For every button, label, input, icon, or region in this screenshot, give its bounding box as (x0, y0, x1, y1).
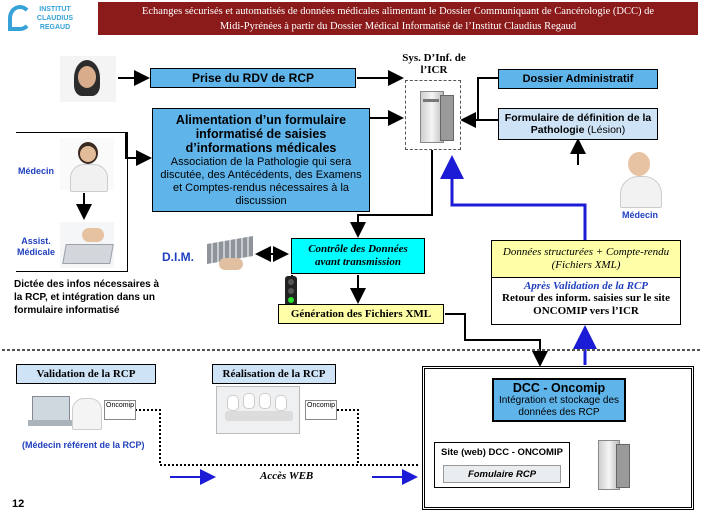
assist-photo (60, 222, 114, 268)
sys-inf-text: Sys. D’Inf. de l’ICR (402, 52, 466, 76)
realisation-rcp-box: Réalisation de la RCP (212, 364, 336, 384)
phone-operator-photo (60, 56, 116, 102)
traffic-light-icon (285, 276, 297, 306)
dcc-title: DCC - Oncomip (512, 381, 606, 395)
alimentation-title: Alimentation d’un formulaire informatisé… (175, 112, 347, 155)
header-line2: Midi-Pyrénées à partir du Dossier Médica… (219, 21, 577, 32)
dcc-server-icon (596, 438, 632, 494)
logo-line3: REGAUD (39, 24, 71, 31)
oncomip-window-2: Oncomip (305, 400, 337, 420)
medecin-referent-label: (Médecin référent de la RCP) (22, 440, 145, 450)
oncomip-window-1: Oncomip (104, 400, 136, 420)
retour-label: Retour des inform. saisies sur le site O… (502, 292, 670, 317)
logo-swoosh (8, 5, 32, 31)
site-web-label: Site (web) DCC - ONCOMIP (441, 447, 563, 458)
oncomip-2-text: Oncomip (307, 402, 336, 409)
dossier-admin-label: Dossier Administratif (522, 73, 634, 85)
header-banner: Echanges sécurisés et automatisés de don… (98, 2, 698, 35)
acces-web-text: Accès WEB (260, 470, 314, 482)
acces-web-label: Accès WEB (260, 470, 313, 482)
dotted-realisation (337, 409, 359, 465)
dictee-label: Dictée des infos nécessaires à la RCP, e… (14, 279, 160, 316)
left-bracket (16, 132, 128, 272)
server-box (405, 80, 461, 150)
dcc-oncomip-box: DCC - Oncomip Intégration et stockage de… (492, 378, 626, 422)
alimentation-box: Alimentation d’un formulaire informatisé… (152, 108, 370, 212)
medecin-label: Médecin (18, 166, 54, 176)
prise-rdv-box: Prise du RDV de RCP (150, 68, 356, 88)
formulaire-def-bold: Formulaire de définition de la Pathologi… (504, 112, 652, 136)
medecin-right-label: Médecin (612, 210, 668, 220)
page-number: 12 (12, 498, 24, 510)
arrow-bracket-alim (125, 132, 152, 166)
generation-box: Génération des Fichiers XML (278, 304, 444, 324)
donnees-struct-box: Données structurées + Compte-rendu (Fich… (492, 241, 680, 278)
realisation-rcp-label: Réalisation de la RCP (222, 368, 326, 380)
generation-label: Génération des Fichiers XML (290, 308, 432, 320)
realisation-meeting-photo (216, 386, 300, 434)
medecin-right-text: Médecin (621, 210, 658, 220)
sys-inf-label: Sys. D’Inf. de l’ICR (398, 52, 470, 76)
donnees-struct-label: Données structurées + Compte-rendu (Fich… (502, 246, 670, 271)
dictee-text: Dictée des infos nécessaires à la RCP, e… (14, 278, 164, 317)
medecin-text: Médecin (18, 166, 55, 176)
arrow-generation-dcc (445, 313, 548, 367)
alimentation-body: Association de la Pathologie qui sera di… (160, 155, 362, 207)
assist-text: Assist. Médicale (16, 236, 56, 257)
page-number-text: 12 (12, 498, 25, 510)
dim-text: D.I.M. (162, 250, 194, 264)
logo: INSTITUT CLAUDIUS REGAUD (8, 3, 80, 37)
dcc-body: Intégration et stockage des données des … (498, 395, 620, 418)
oncomip-1-text: Oncomip (106, 402, 135, 409)
validation-laptop-photo (28, 390, 102, 434)
arrow-right-server (460, 77, 498, 128)
dim-keyboard-photo (205, 232, 255, 276)
dim-label: D.I.M. (162, 250, 194, 264)
logo-line1: INSTITUT (39, 6, 71, 13)
formulaire-def-normal: (Lésion) (587, 124, 626, 136)
header-line1: Echanges sécurisés et automatisés de don… (141, 6, 655, 17)
formulaire-rcp-label: Fomulaire RCP (467, 468, 537, 480)
controle-label: Contrôle des Données avant transmission (308, 243, 408, 268)
arrow-server-controle (350, 150, 433, 238)
validation-rcp-label: Validation de la RCP (36, 368, 136, 380)
medecin-right-photo (614, 150, 666, 208)
validation-rcp-box: Validation de la RCP (16, 364, 156, 384)
arrow-xml-server (440, 155, 587, 240)
retour-group: Données structurées + Compte-rendu (Fich… (491, 240, 681, 325)
formulaire-def-box: Formulaire de définition de la Pathologi… (498, 108, 658, 140)
apres-validation-label: Après Validation de la RCP (523, 280, 649, 292)
dossier-admin-box: Dossier Administratif (498, 69, 658, 89)
dotted-validation (135, 409, 420, 466)
site-web-box: Site (web) DCC - ONCOMIP Fomulaire RCP (434, 442, 570, 488)
medecin-photo (60, 138, 114, 192)
prise-rdv-label: Prise du RDV de RCP (191, 71, 315, 85)
assist-label: Assist. Médicale (16, 236, 56, 258)
controle-box: Contrôle des Données avant transmission (291, 238, 425, 274)
medecin-referent-text: (Médecin référent de la RCP) (22, 440, 145, 450)
logo-line2: CLAUDIUS (36, 15, 74, 22)
